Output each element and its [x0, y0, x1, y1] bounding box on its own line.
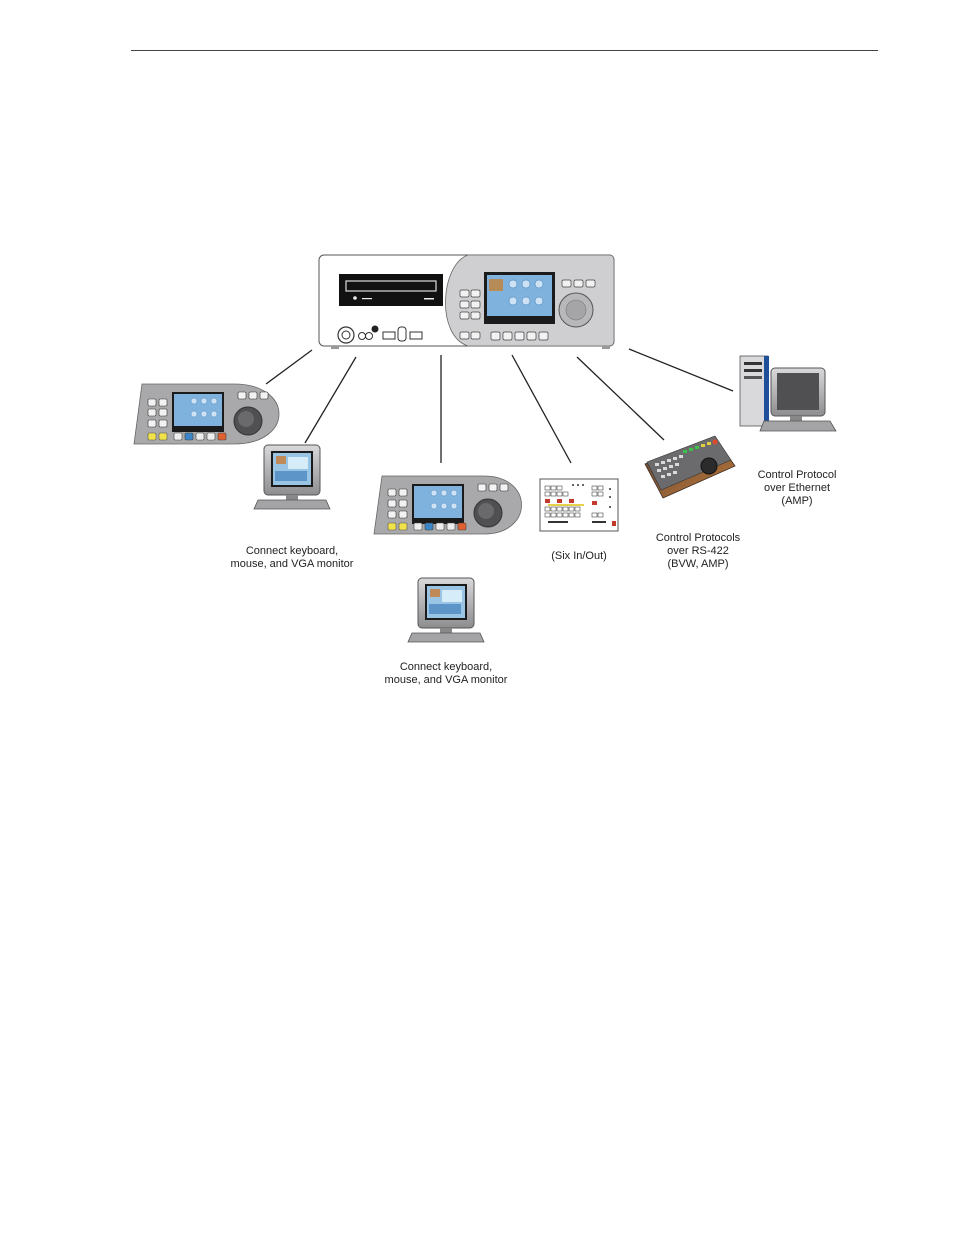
caption-line: (Six In/Out)	[551, 550, 607, 562]
line-to-vga-left	[304, 356, 357, 444]
caption-line: (BVW, AMP)	[667, 558, 729, 570]
line-to-remote-left	[265, 349, 313, 385]
line-to-rs422-controller	[576, 356, 665, 441]
caption-rs422: Control Protocols over RS-422 (BVW, AMP)	[648, 532, 748, 571]
ethernet-pc	[739, 355, 837, 432]
caption-line: (AMP)	[781, 495, 813, 507]
vga-monitor-left	[253, 444, 331, 510]
vga-monitor-center	[407, 577, 485, 643]
caption-line: mouse, and VGA monitor	[384, 674, 508, 686]
header-rule	[131, 50, 878, 51]
caption-line: Connect keyboard,	[245, 545, 339, 557]
caption-ethernet: Control Protocol over Ethernet (AMP)	[751, 469, 843, 508]
server-front-panel	[318, 254, 615, 349]
connection-lines	[265, 348, 734, 464]
line-to-six-io	[511, 354, 572, 464]
caption-vga-center: Connect keyboard, mouse, and VGA monitor	[384, 661, 508, 687]
caption-line: Control Protocols	[655, 532, 741, 544]
caption-line: Connect keyboard,	[399, 661, 493, 673]
remote-panel-center	[373, 475, 522, 535]
remote-panel-left	[133, 383, 280, 445]
rs422-edit-controller	[644, 435, 736, 499]
gpi-six-in-out-panel	[539, 478, 619, 532]
caption-line: over Ethernet	[763, 482, 831, 494]
caption-vga-left: Connect keyboard, mouse, and VGA monitor	[230, 545, 354, 571]
caption-line: over RS-422	[667, 545, 729, 557]
line-to-ethernet-pc	[628, 348, 734, 392]
caption-six-in-out: (Six In/Out)	[538, 550, 620, 563]
caption-line: Control Protocol	[757, 469, 837, 481]
caption-line: mouse, and VGA monitor	[230, 558, 354, 570]
